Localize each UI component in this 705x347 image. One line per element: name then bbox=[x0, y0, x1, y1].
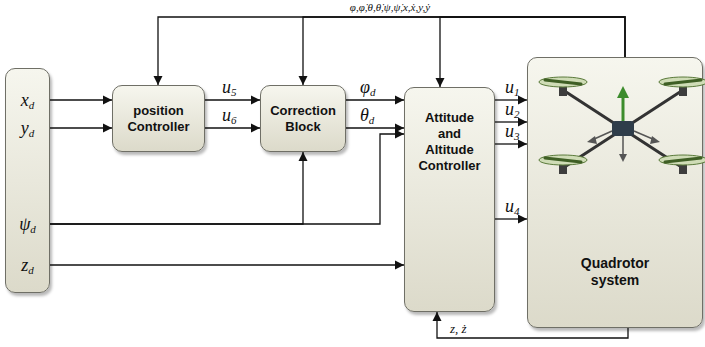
signal-label: u5 bbox=[222, 78, 237, 98]
signal-arrow bbox=[440, 17, 625, 87]
propeller-blade bbox=[665, 158, 701, 162]
block-label: Correction Block bbox=[267, 103, 339, 135]
signal-arrow bbox=[205, 99, 260, 100]
thrust-arrow bbox=[622, 96, 625, 121]
signal-label: u3 bbox=[505, 122, 520, 142]
reference-signal: yd bbox=[6, 119, 49, 139]
signal-arrow bbox=[50, 152, 303, 224]
thrust-arrowhead bbox=[617, 86, 629, 98]
signal-arrow bbox=[437, 312, 628, 338]
plant-box: Quadrotor system bbox=[527, 57, 703, 328]
quadrotor-body bbox=[587, 86, 660, 162]
gravity-arrowhead bbox=[619, 154, 627, 162]
reference-signal: zd bbox=[6, 256, 49, 276]
signal-arrow bbox=[50, 99, 112, 100]
propeller-blade bbox=[665, 80, 701, 84]
process-box: Correction Block bbox=[260, 85, 346, 152]
propeller-disk bbox=[659, 77, 705, 87]
signal-arrow bbox=[205, 127, 260, 128]
propeller-disk bbox=[659, 155, 705, 165]
signal-arrow bbox=[158, 17, 625, 85]
reference-signal: ψd bbox=[6, 215, 49, 235]
signal-label: u6 bbox=[222, 106, 237, 126]
propeller-blade bbox=[545, 80, 581, 84]
signal-label: φd bbox=[360, 78, 375, 98]
gravity-arrow bbox=[622, 136, 624, 156]
signal-arrow bbox=[50, 127, 112, 128]
rotors bbox=[539, 77, 705, 174]
input-block: xd yd ψd zd bbox=[5, 68, 50, 293]
signal-label: u4 bbox=[505, 197, 520, 217]
signal-arrow bbox=[303, 17, 625, 85]
signal-label: u2 bbox=[505, 100, 520, 120]
propeller-blade bbox=[545, 158, 581, 162]
block-label: Attitude and Altitude Controller bbox=[414, 110, 486, 174]
signal-arrow bbox=[346, 127, 404, 128]
block-label: position Controller bbox=[120, 103, 198, 135]
signal-arrow bbox=[346, 99, 404, 100]
reference-signal: xd bbox=[6, 91, 49, 111]
signal-label: u1 bbox=[505, 78, 520, 98]
process-box: position Controller bbox=[112, 85, 205, 152]
signal-arrow bbox=[50, 264, 404, 265]
signal-arrow bbox=[495, 218, 527, 219]
propeller-disk bbox=[539, 155, 587, 165]
block-label: Quadrotor system bbox=[555, 255, 675, 289]
x-axis-head bbox=[650, 136, 660, 144]
process-box: Attitude and Altitude Controller bbox=[404, 87, 495, 312]
y-axis-head bbox=[587, 136, 597, 144]
signal-label: θd bbox=[360, 106, 374, 126]
signal-arrow bbox=[495, 143, 527, 144]
signal-arrow bbox=[50, 134, 404, 224]
signal-label: z, ż bbox=[450, 322, 467, 336]
propeller-disk bbox=[539, 77, 587, 87]
signal-arrow bbox=[495, 99, 527, 100]
state-vector-label: φ,φ̇,θ,θ̇,ψ,ψ̇,x,ẋ,y,ẏ bbox=[350, 1, 430, 14]
signal-arrow bbox=[495, 121, 527, 122]
body bbox=[612, 121, 634, 136]
